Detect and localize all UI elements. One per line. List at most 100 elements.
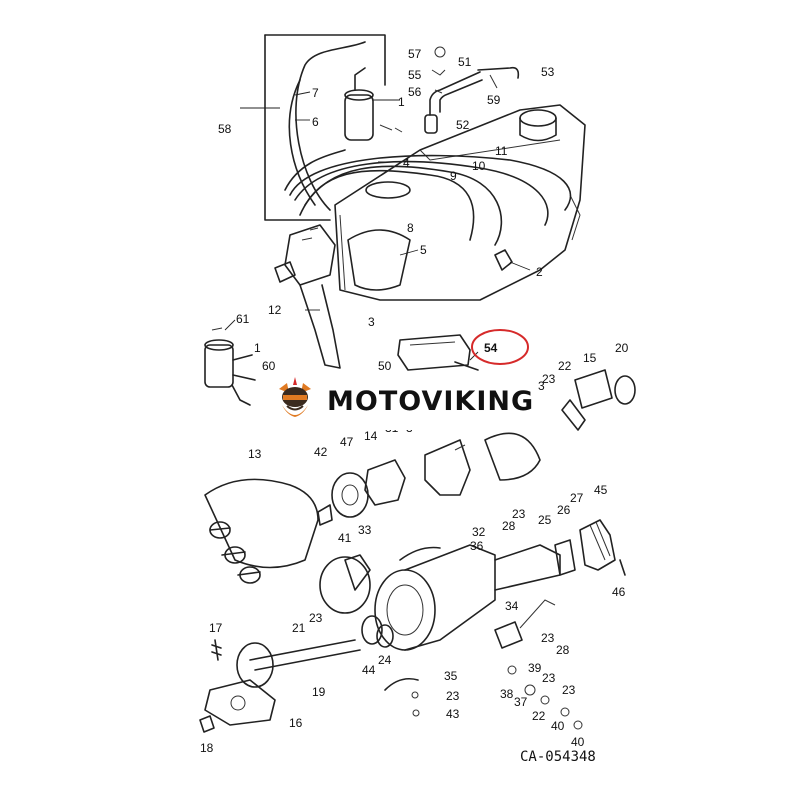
callout-c3b: 3 — [538, 379, 545, 393]
callout-c22b: 22 — [532, 709, 546, 723]
callout-c60: 60 — [262, 359, 276, 373]
brand-watermark: MOTOVIKING — [263, 372, 535, 430]
callout-c19: 19 — [312, 685, 326, 699]
callout-c5: 5 — [420, 243, 427, 257]
callout-c23b: 23 — [512, 507, 526, 521]
callout-c23g: 23 — [562, 683, 576, 697]
callout-c58: 58 — [218, 122, 232, 136]
callout-c15: 15 — [583, 351, 597, 365]
callout-c47: 47 — [340, 435, 354, 449]
ignition-module — [397, 334, 479, 371]
callout-c11: 11 — [495, 144, 508, 158]
viking-logo-icon — [279, 377, 311, 417]
callout-c54: 54 — [484, 341, 498, 355]
spring-clip — [399, 546, 441, 561]
drive-gear — [554, 519, 616, 576]
callout-c42: 42 — [314, 445, 328, 459]
screw-set — [384, 677, 420, 717]
advance-mechanism — [319, 554, 371, 614]
callout-c43: 43 — [446, 707, 460, 721]
leader-lines — [224, 91, 531, 361]
brand-name: MOTOVIKING — [327, 385, 535, 417]
callout-c8: 8 — [407, 221, 414, 235]
callout-c16: 16 — [289, 716, 303, 730]
distributor-cover — [347, 229, 411, 291]
callout-c12: 12 — [268, 303, 282, 317]
callout-c33: 33 — [358, 523, 372, 537]
callout-c23e: 23 — [446, 689, 460, 703]
pin-46 — [619, 559, 626, 576]
callout-c9: 9 — [450, 169, 457, 183]
callout-c3a: 3 — [368, 315, 375, 329]
callout-c4: 4 — [403, 156, 410, 170]
callout-c40b: 40 — [571, 735, 585, 749]
callout-c28a: 28 — [502, 519, 516, 533]
callout-c28b: 28 — [556, 643, 570, 657]
callout-c22a: 22 — [558, 359, 572, 373]
callout-c27: 27 — [570, 491, 584, 505]
hardware-stack — [507, 665, 583, 730]
coil-bracket-frame — [264, 34, 386, 221]
callout-c7: 7 — [312, 86, 319, 100]
bolt-18 — [199, 715, 215, 733]
distributor-assembly — [274, 224, 341, 369]
callout-c39: 39 — [528, 661, 542, 675]
callout-c23c: 23 — [309, 611, 323, 625]
callout-c13: 13 — [248, 447, 262, 461]
sensor-bracket — [494, 249, 513, 271]
callout-c55: 55 — [408, 68, 422, 82]
callout-c1b: 1 — [254, 341, 261, 355]
callout-c50: 50 — [378, 359, 392, 373]
callout-c61: 61 — [236, 312, 250, 326]
callout-c20: 20 — [615, 341, 629, 355]
callout-c53: 53 — [541, 65, 555, 79]
governor-weight — [364, 459, 406, 506]
callout-c41: 41 — [338, 531, 352, 545]
callout-c18: 18 — [200, 741, 214, 755]
callout-c2: 2 — [536, 265, 543, 279]
callout-c57: 57 — [408, 47, 422, 61]
thrust-washer — [361, 615, 394, 648]
callout-c26: 26 — [557, 503, 571, 517]
callout-c25: 25 — [538, 513, 552, 527]
pickup-sensor — [494, 599, 556, 649]
vacuum-unit — [561, 369, 636, 431]
callout-c17: 17 — [209, 621, 223, 635]
callout-c44: 44 — [362, 663, 376, 677]
governor-gear — [204, 679, 276, 726]
distributor-cap — [204, 478, 319, 584]
highlight-ring — [471, 329, 529, 365]
callout-c23f: 23 — [542, 671, 556, 685]
callout-c24: 24 — [378, 653, 392, 667]
rotor — [317, 504, 333, 526]
callout-c38: 38 — [500, 687, 514, 701]
callout-c45: 45 — [594, 483, 608, 497]
callout-c51: 51 — [458, 55, 472, 69]
pickup-plate — [331, 472, 369, 518]
callout-c6: 6 — [312, 115, 319, 129]
distributor-housing — [374, 544, 561, 651]
secondary-coil — [204, 327, 256, 406]
drawing-code: CA-054348 — [520, 749, 596, 765]
callout-c52: 52 — [456, 118, 470, 132]
callout-c59: 59 — [487, 93, 501, 107]
callout-c46: 46 — [612, 585, 626, 599]
spring-17 — [211, 639, 222, 661]
callout-c10: 10 — [472, 159, 486, 173]
callout-c21: 21 — [292, 621, 306, 635]
callout-c14: 14 — [364, 429, 378, 443]
callout-c23d: 23 — [541, 631, 555, 645]
callout-c40a: 40 — [551, 719, 565, 733]
engine-block — [334, 104, 586, 301]
callout-c23a: 23 — [542, 372, 556, 386]
callout-c56: 56 — [408, 85, 422, 99]
callout-c1a: 1 — [398, 95, 405, 109]
callout-c34: 34 — [505, 599, 519, 613]
breaker-plate — [424, 432, 541, 496]
callout-c37: 37 — [514, 695, 528, 709]
ignition-coil — [344, 67, 403, 141]
callout-c32: 32 — [472, 525, 486, 539]
ignition-wires — [284, 41, 572, 246]
